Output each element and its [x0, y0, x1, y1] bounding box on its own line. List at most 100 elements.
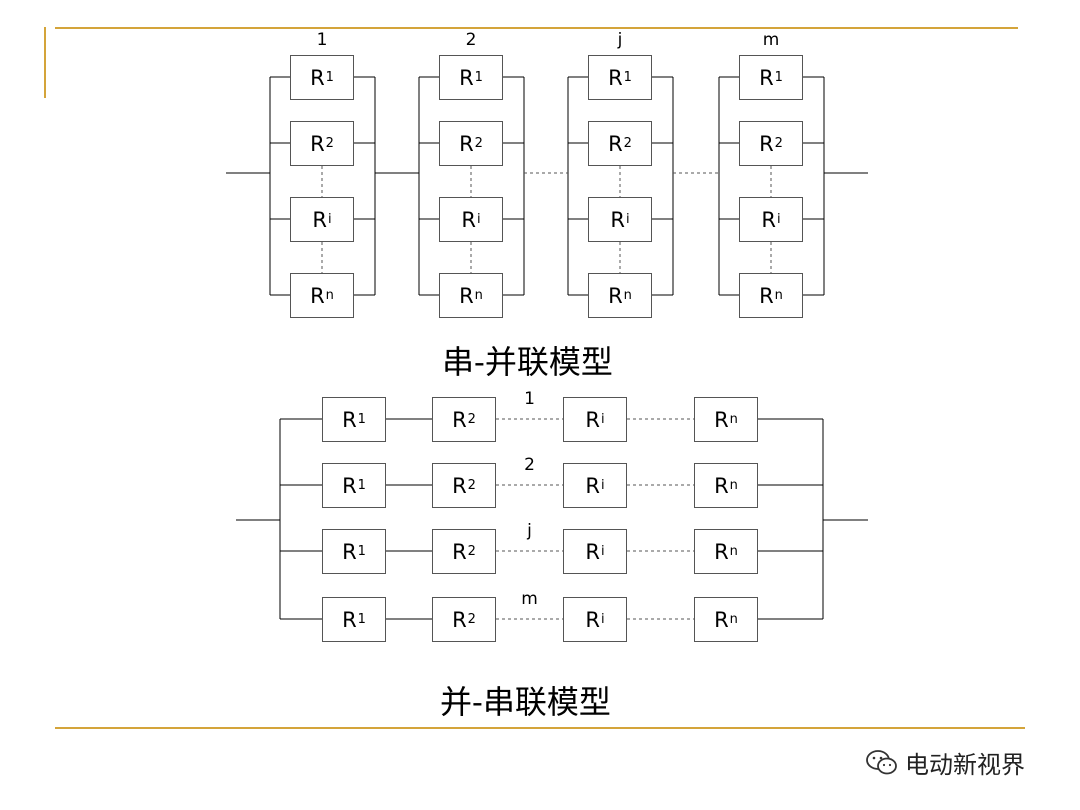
- resistor-subscript: 1: [357, 612, 366, 627]
- column-label: 1: [316, 30, 328, 50]
- resistor-subscript: i: [327, 212, 332, 227]
- resistor-subscript: i: [600, 544, 605, 559]
- resistor-symbol: R: [452, 407, 467, 432]
- watermark: 电动新视界: [865, 745, 1025, 780]
- resistor-subscript: n: [474, 288, 483, 303]
- resistor-subscript: i: [600, 412, 605, 427]
- resistor-subscript: 1: [357, 478, 366, 493]
- resistor-subscript: 2: [325, 136, 334, 151]
- watermark-text: 电动新视界: [905, 751, 1025, 779]
- bottom-rule: [55, 727, 1025, 729]
- resistor-subscript: i: [476, 212, 481, 227]
- resistor-symbol: R: [459, 65, 474, 90]
- resistor-symbol: R: [342, 607, 357, 632]
- resistor-symbol: R: [342, 473, 357, 498]
- resistor-symbol: R: [759, 283, 774, 308]
- resistor-symbol: R: [310, 283, 325, 308]
- resistor-symbol: R: [585, 473, 600, 498]
- column-label: m: [762, 30, 780, 50]
- resistor-symbol: R: [585, 539, 600, 564]
- row-label: m: [521, 589, 538, 609]
- resistor-subscript: 1: [325, 70, 334, 85]
- resistor-subscript: n: [774, 288, 783, 303]
- resistor-subscript: n: [729, 612, 738, 627]
- resistor-symbol: R: [310, 65, 325, 90]
- wechat-icon: [866, 749, 897, 774]
- resistor-subscript: 2: [467, 544, 476, 559]
- resistor-symbol: R: [461, 207, 476, 232]
- parallel-series-caption: 并-串联模型: [440, 683, 611, 721]
- resistor-symbol: R: [585, 407, 600, 432]
- resistor-subscript: i: [600, 612, 605, 627]
- resistor-symbol: R: [714, 473, 729, 498]
- resistor-symbol: R: [342, 407, 357, 432]
- column-label: j: [617, 30, 623, 50]
- resistor-subscript: 2: [474, 136, 483, 151]
- resistor-subscript: 2: [467, 412, 476, 427]
- resistor-subscript: i: [600, 478, 605, 493]
- resistor-symbol: R: [761, 207, 776, 232]
- resistor-subscript: 1: [774, 70, 783, 85]
- resistor-symbol: R: [714, 607, 729, 632]
- resistor-subscript: i: [625, 212, 630, 227]
- resistor-subscript: 2: [467, 478, 476, 493]
- resistor-subscript: 1: [474, 70, 483, 85]
- row-label: 1: [524, 389, 535, 409]
- resistor-subscript: n: [729, 412, 738, 427]
- resistor-symbol: R: [342, 539, 357, 564]
- resistor-symbol: R: [452, 539, 467, 564]
- resistor-symbol: R: [610, 207, 625, 232]
- resistor-symbol: R: [714, 407, 729, 432]
- series-parallel-caption: 串-并联模型: [442, 343, 613, 381]
- resistor-symbol: R: [459, 131, 474, 156]
- resistor-symbol: R: [608, 283, 623, 308]
- resistor-subscript: 1: [357, 544, 366, 559]
- row-label: j: [527, 521, 532, 541]
- resistor-subscript: n: [729, 478, 738, 493]
- resistor-symbol: R: [312, 207, 327, 232]
- resistor-symbol: R: [452, 473, 467, 498]
- resistor-symbol: R: [714, 539, 729, 564]
- resistor-subscript: n: [325, 288, 334, 303]
- resistor-subscript: 2: [467, 612, 476, 627]
- resistor-symbol: R: [452, 607, 467, 632]
- resistor-subscript: 2: [774, 136, 783, 151]
- resistor-subscript: 1: [623, 70, 632, 85]
- resistor-subscript: n: [729, 544, 738, 559]
- row-label: 2: [524, 455, 535, 475]
- left-accent-rule: [44, 27, 46, 98]
- resistor-symbol: R: [585, 607, 600, 632]
